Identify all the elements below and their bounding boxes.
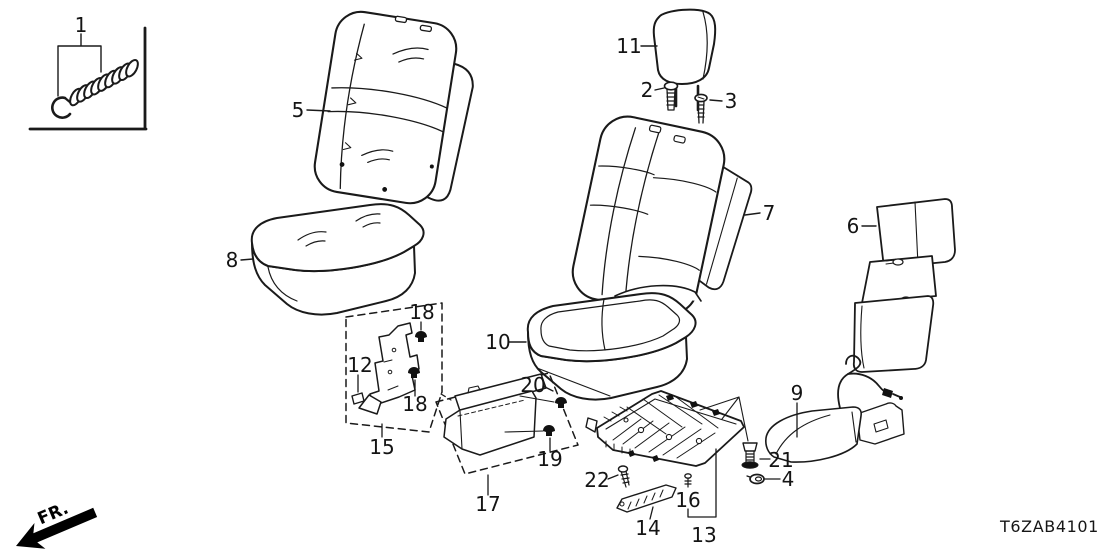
- screw-16-drawing: [684, 473, 692, 488]
- callout-18-upper: 18: [409, 300, 435, 324]
- callout-16: 16: [675, 488, 701, 512]
- headrest-drawing: [652, 8, 717, 112]
- callout-19: 19: [537, 447, 563, 471]
- diagram-code: T6ZAB4101: [1000, 517, 1099, 536]
- fastener-18-lower-drawing: [408, 367, 420, 378]
- callout-21: 21: [768, 448, 794, 472]
- callout-13: 13: [691, 523, 717, 547]
- callout-6: 6: [846, 214, 860, 238]
- bolt-21-drawing: [741, 442, 771, 469]
- leader-5: [306, 109, 331, 112]
- fastener-20-drawing: [555, 397, 567, 408]
- leaders-20-19-17: [487, 385, 554, 496]
- callout-1: 1: [74, 13, 88, 37]
- callout-14: 14: [635, 516, 661, 540]
- callout-17: 17: [475, 492, 501, 516]
- callout-8: 8: [225, 248, 239, 272]
- seat-back-cover-drawing: [313, 10, 474, 205]
- back-panel-drawing: [852, 198, 956, 373]
- headrest-bolt-drawing: [654, 81, 723, 124]
- callout-15: 15: [369, 435, 395, 459]
- callout-3: 3: [724, 89, 738, 113]
- slide-bracket-drawing: [616, 484, 677, 520]
- callout-18-lower: 18: [402, 392, 428, 416]
- leader-1: [57, 33, 102, 97]
- leader-22: [607, 474, 619, 480]
- leader-2: [654, 87, 665, 91]
- cushion-frame-drawing: [585, 390, 749, 518]
- leader-3: [709, 99, 723, 102]
- seat-cushion-cover-drawing: [250, 203, 425, 316]
- callout-5: 5: [291, 98, 305, 122]
- leader-14: [649, 506, 654, 520]
- callout-10: 10: [485, 330, 511, 354]
- tray-detail-box: [435, 372, 579, 496]
- bracket-detail-box: [345, 302, 443, 438]
- hinge-bracket-drawing: [369, 322, 420, 406]
- leader-13-bracket: [687, 448, 717, 518]
- callout-7: 7: [762, 201, 776, 225]
- callout-22: 22: [584, 468, 610, 492]
- detail-box-corner: [28, 26, 148, 131]
- screw-22-drawing: [607, 465, 630, 488]
- seat-cushion-pad-drawing: [526, 284, 702, 401]
- clip-12-drawing: [351, 392, 365, 405]
- callout-12: 12: [347, 353, 373, 377]
- callout-2: 2: [640, 78, 654, 102]
- hog-ring-coil-drawing: [51, 33, 139, 119]
- leader-7: [744, 212, 761, 216]
- leader-8: [240, 258, 254, 261]
- link-line-cushion-frame: [536, 367, 611, 397]
- seat-back-pad-drawing: [571, 115, 753, 316]
- front-direction-arrow: FR.: [16, 499, 98, 549]
- seat-heater-drawing: [765, 354, 905, 463]
- fastener-18-upper-drawing: [415, 331, 427, 342]
- clip-4-drawing: [746, 473, 781, 485]
- callout-9: 9: [790, 381, 804, 405]
- leaders-18-15: [381, 321, 422, 438]
- callout-4: 4: [781, 467, 795, 491]
- callout-20: 20: [520, 373, 546, 397]
- leader-frame-bolt: [699, 396, 749, 442]
- callout-11: 11: [616, 34, 642, 58]
- fastener-19-drawing: [543, 425, 555, 436]
